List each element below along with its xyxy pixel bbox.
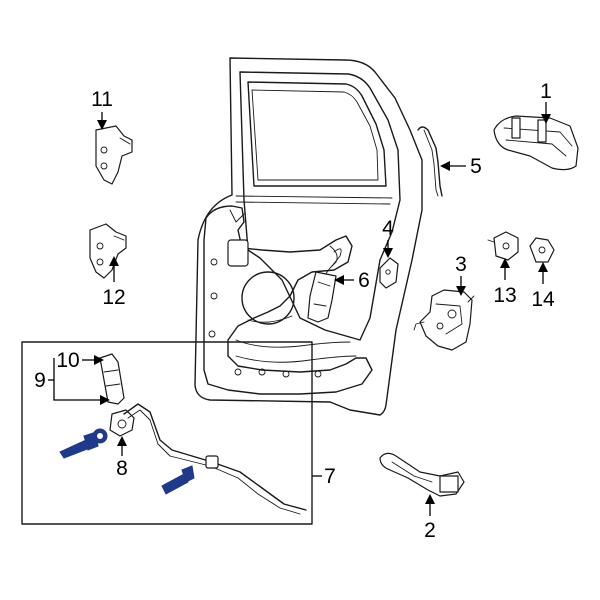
callout-14: 14 <box>531 288 555 311</box>
callout-9: 9 <box>34 369 46 392</box>
callout-4: 4 <box>382 217 394 240</box>
bracket <box>379 257 399 289</box>
callout-labels: 1 2 3 4 5 6 7 8 9 10 11 12 13 14 <box>34 80 555 542</box>
callout-1: 1 <box>540 80 552 103</box>
callout-2: 2 <box>424 519 436 542</box>
grommet <box>92 428 108 444</box>
striker-plate <box>529 237 555 263</box>
bolt-right <box>161 465 195 495</box>
callout-7: 7 <box>324 465 336 488</box>
lock-rod <box>417 126 443 197</box>
callout-12: 12 <box>102 286 125 309</box>
callout-10: 10 <box>56 349 79 372</box>
striker <box>487 231 519 261</box>
outside-handle <box>493 115 579 171</box>
callout-13: 13 <box>493 284 516 307</box>
door-lock-actuator <box>307 248 342 323</box>
callout-leaders <box>48 102 551 516</box>
lower-hinge <box>89 223 127 279</box>
bolt-left <box>59 431 99 459</box>
cable-subassembly-box <box>21 341 313 525</box>
callout-11: 11 <box>91 88 113 111</box>
inside-handle <box>379 452 465 497</box>
callout-3: 3 <box>455 253 467 276</box>
door-lock-assembly <box>413 289 475 351</box>
callout-8: 8 <box>116 457 128 480</box>
door-panel <box>194 57 423 416</box>
callout-6: 6 <box>358 269 370 292</box>
callout-5: 5 <box>470 155 482 178</box>
upper-hinge <box>95 125 133 185</box>
